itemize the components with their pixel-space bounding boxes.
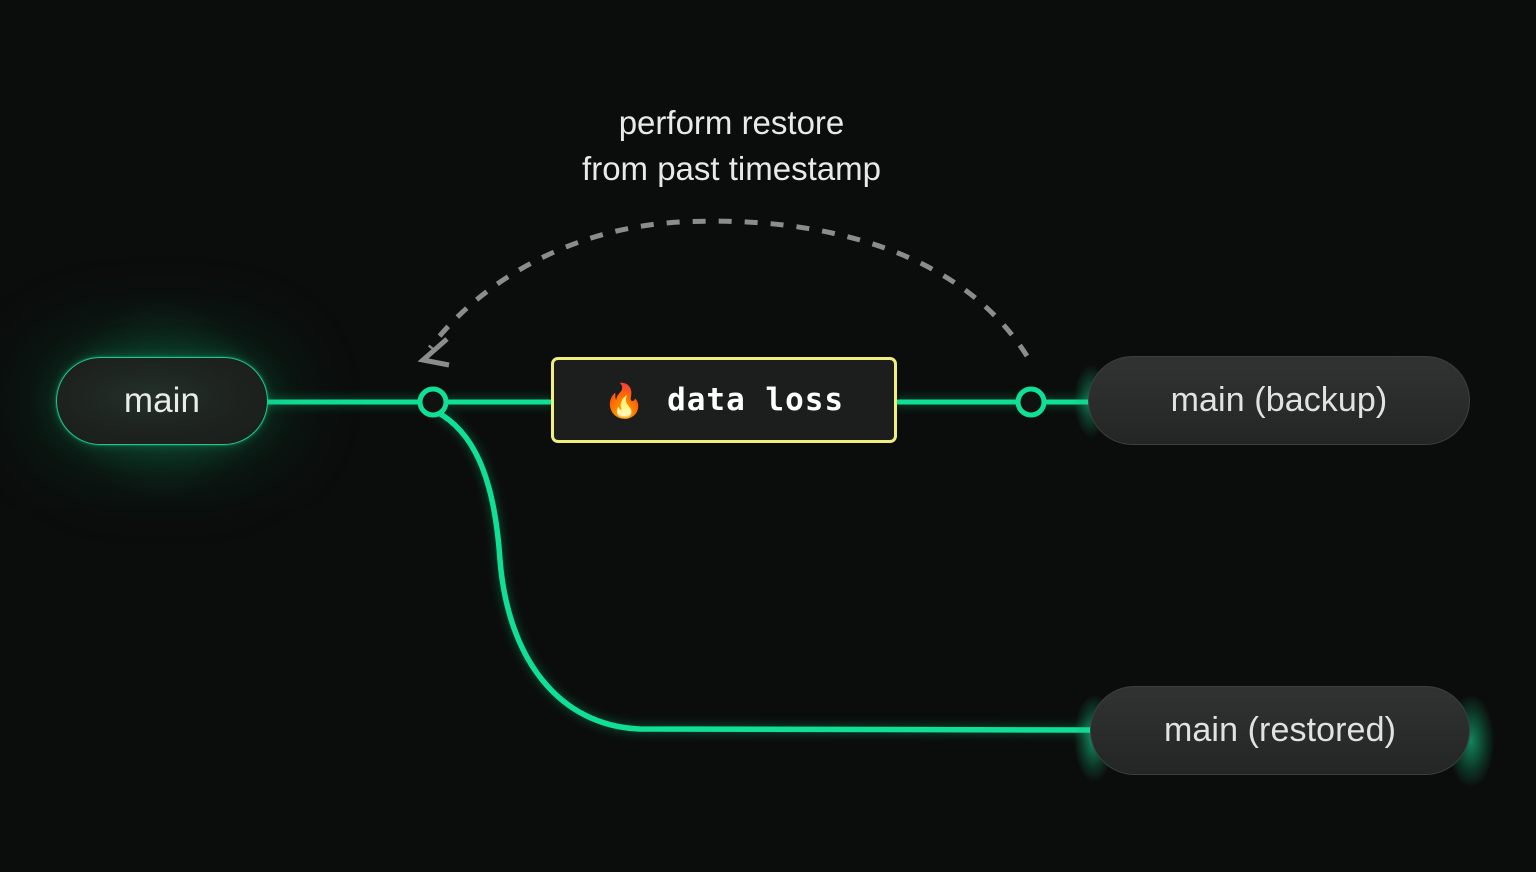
- node-main-restored-label: main (restored): [1163, 711, 1396, 749]
- restore-arrowhead: [417, 337, 450, 368]
- node-data-loss-label: data loss: [667, 382, 845, 418]
- restore-arc: [428, 218, 1030, 358]
- node-main-restored[interactable]: main (restored): [1090, 686, 1470, 775]
- node-main[interactable]: main: [56, 357, 268, 445]
- annotation-line-2: from past timestamp: [582, 149, 881, 187]
- restore-annotation: perform restore from past timestamp: [0, 100, 1463, 191]
- node-main-backup[interactable]: main (backup): [1088, 356, 1470, 445]
- junction-node-right[interactable]: [1015, 386, 1047, 418]
- edge-junction-to-restored: [434, 409, 1097, 733]
- annotation-line-1: perform restore: [618, 104, 845, 141]
- node-main-backup-label: main (backup): [1170, 381, 1388, 419]
- branch-glow: [262, 399, 1095, 733]
- node-main-label: main: [123, 381, 201, 420]
- node-data-loss[interactable]: 🔥 data loss: [551, 357, 897, 443]
- junction-node-left[interactable]: [417, 386, 449, 418]
- fire-icon: 🔥: [603, 381, 646, 419]
